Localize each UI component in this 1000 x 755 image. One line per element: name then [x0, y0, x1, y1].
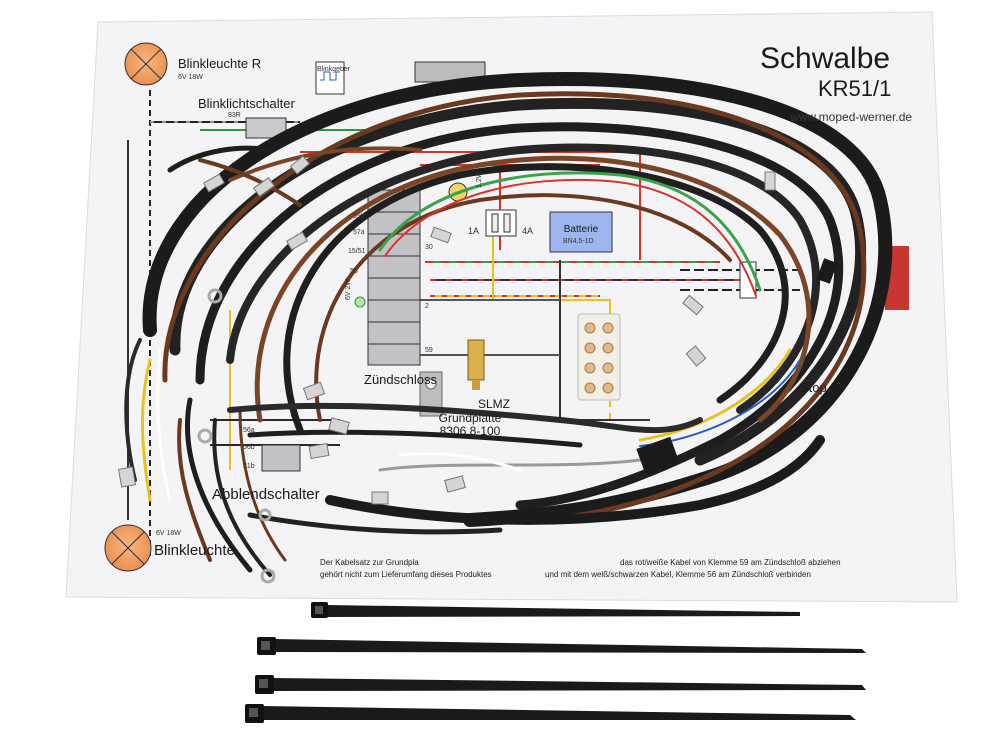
ring-terminals	[197, 288, 276, 584]
label-abblendschalter: Abblendschalter	[212, 486, 320, 503]
abblendschalter-box	[261, 444, 301, 472]
wiring-harness	[124, 71, 893, 577]
label-blinkleuchte-r: Blinkleuchte R	[178, 56, 262, 71]
terminal-56a: 56a	[243, 427, 255, 434]
bracket-part	[419, 371, 443, 417]
cable-tie-3	[255, 675, 866, 694]
terminal-31b: 31b	[243, 463, 255, 470]
label-batterie: Batterie	[563, 224, 599, 235]
ladekontrolle-symbol	[354, 296, 366, 308]
diagram-model: KR51/1	[818, 76, 892, 101]
note-right-1: das rot/weiße Kabel von Klemme 59 am Zün…	[620, 558, 841, 567]
cable-tie-1	[311, 602, 800, 618]
terminal-30: 30	[425, 244, 433, 251]
terminal-57a: 57a	[353, 229, 365, 236]
harness-connector-2	[816, 258, 838, 284]
klemmleiste-box	[739, 261, 757, 299]
label-fuse-4a: 4A	[522, 226, 534, 236]
label-grundplatte: Grundplatte	[438, 411, 502, 425]
grundplatte-connector	[467, 339, 485, 390]
label-lamp-6v2w: 6V 2W	[345, 278, 352, 300]
note-right-2: und mit dem weiß/schwarzen Kabel, Klemme…	[545, 570, 811, 579]
label-batterie-spec: BN4,5-1D	[563, 238, 594, 245]
terminal-56b: 56b	[243, 444, 255, 451]
label-blinkleuchte-l-spec: 6V 18W	[156, 530, 181, 537]
fuse-holder	[485, 209, 517, 237]
diagram-website: www.moped-werner.de	[790, 110, 913, 124]
label-blinkleuchte-r-spec: 6V 18W	[178, 74, 203, 81]
label-slmz: SLMZ	[477, 397, 510, 411]
blinklichtschalter-box	[245, 117, 287, 139]
label-blinklichtschalter: Blinklichtschalter	[198, 96, 295, 111]
label-fuse-1a: 1A	[468, 226, 480, 236]
terminal-15-51: 15/51	[348, 248, 366, 255]
terminal-56: 56	[350, 268, 358, 275]
cable-tie-2	[257, 637, 866, 655]
terminal-2: 2	[425, 303, 429, 310]
label-lamp-spec: 1,2W	[476, 171, 483, 188]
terminal-59: 59	[425, 347, 433, 354]
label-zuendschloss: Zündschloss	[364, 372, 437, 387]
terminal-83r: 83R	[228, 112, 241, 119]
wire-terminals	[117, 155, 776, 505]
cable-ties	[245, 602, 866, 723]
diagram-title: Schwalbe	[760, 42, 891, 75]
label-stop: Stop	[800, 380, 827, 395]
cable-tie-4	[245, 704, 856, 723]
note-left-1: Der Kabelsatz zur Grundpla	[320, 558, 419, 567]
label-blinkleuchte-l: Blinkleuchte	[154, 542, 235, 559]
label-grundplatte-nr: 8306.8-100	[439, 424, 501, 438]
terminal-block	[577, 313, 621, 401]
note-left-2: gehört nicht zum Lieferumfang dieses Pro…	[320, 570, 492, 579]
terminal-59h: 59h	[353, 213, 365, 220]
harness-connector	[636, 436, 680, 476]
label-blinkgeber: Blinkgeber	[317, 66, 351, 73]
batterie-box	[549, 211, 613, 253]
